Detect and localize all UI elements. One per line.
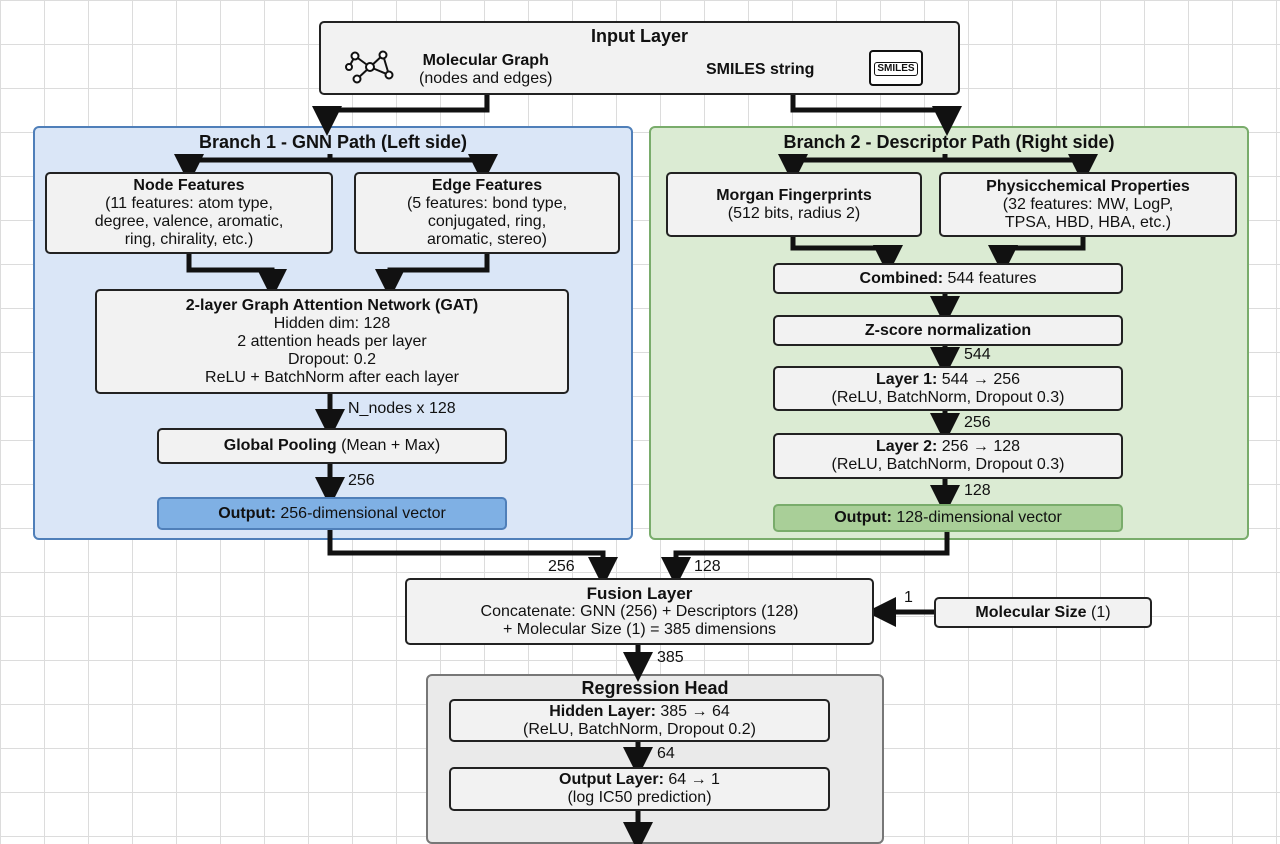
regression-title: Regression Head: [581, 678, 729, 698]
edge-features-line: aromatic, stereo): [426, 231, 548, 248]
output-layer-sub: (log IC50 prediction): [567, 789, 712, 806]
molecular-size-box: Molecular Size (1): [934, 597, 1152, 628]
fusion-in-right-label: 128: [694, 558, 721, 575]
global-pooling-box: Global Pooling (Mean + Max): [157, 428, 507, 464]
output-layer-title-row: Output Layer: 64 → 1: [559, 771, 720, 789]
physicochemical-box: Physicchemical Properties (32 features: …: [939, 172, 1237, 237]
output-layer-title: Output Layer:: [559, 771, 664, 788]
node-features-line: degree, valence, aromatic,: [94, 213, 284, 230]
branch1-output-box: Output: 256-dimensional vector: [157, 497, 507, 530]
fusion-in-left-label: 256: [548, 558, 575, 575]
global-pooling-detail: (Mean + Max): [336, 437, 441, 454]
gat-box: 2-layer Graph Attention Network (GAT) Hi…: [95, 289, 569, 394]
gat-line: 2 attention heads per layer: [237, 332, 427, 350]
fusion-line2: + Molecular Size (1) = 385 dimensions: [502, 620, 777, 638]
zscore-box: Z-score normalization: [773, 315, 1123, 346]
combined-detail: 544 features: [943, 269, 1037, 287]
edge-features-line: (5 features: bond type,: [406, 195, 568, 212]
phys-line: (32 features: MW, LogP,: [1002, 195, 1174, 213]
dim-128-label: 128: [964, 482, 991, 499]
node-features-box: Node Features (11 features: atom type, d…: [45, 172, 333, 254]
layer2-detail: 256 → 128: [937, 438, 1021, 455]
fusion-out-label: 385: [657, 649, 684, 666]
combined-box: Combined: 544 features: [773, 263, 1123, 294]
morgan-fingerprints-box: Morgan Fingerprints (512 bits, radius 2): [666, 172, 922, 237]
smiles-icon-text: SMILES: [874, 62, 918, 76]
dim-64-label: 64: [657, 745, 675, 762]
global-pooling-title: Global Pooling: [223, 437, 337, 454]
gat-line: Dropout: 0.2: [287, 350, 377, 368]
branch2-output-box: Output: 128-dimensional vector: [773, 504, 1123, 532]
hidden-layer-detail: 385 → 64: [655, 702, 730, 720]
layer1-title: Layer 1:: [875, 370, 938, 388]
phys-line: TPSA, HBD, HBA, etc.): [1004, 213, 1172, 231]
hidden-layer-sub: (ReLU, BatchNorm, Dropout 0.2): [523, 720, 756, 738]
branch1-output-title: Output:: [218, 504, 276, 522]
layer2-box: Layer 2: 256 → 128 (ReLU, BatchNorm, Dro…: [773, 433, 1123, 479]
branch1-output-detail: 256-dimensional vector: [275, 504, 446, 522]
branch2-title: Branch 2 - Descriptor Path (Right side): [783, 132, 1115, 152]
molecular-size-in-label: 1: [904, 589, 913, 606]
fusion-layer-box: Fusion Layer Concatenate: GNN (256) + De…: [405, 578, 874, 645]
morgan-title: Morgan Fingerprints: [716, 186, 872, 204]
zscore-label: Z-score normalization: [864, 321, 1032, 339]
molecular-graph-title: Molecular Graph: [422, 52, 549, 69]
molecular-size-detail: (1): [1086, 603, 1111, 621]
molecular-graph-sub: (nodes and edges): [419, 70, 553, 87]
output-layer-box: Output Layer: 64 → 1 (log IC50 predictio…: [449, 767, 830, 811]
smiles-label: SMILES string: [706, 61, 815, 78]
dim-256-label: 256: [964, 414, 991, 431]
edge-features-box: Edge Features (5 features: bond type, co…: [354, 172, 620, 254]
layer2-title-row: Layer 2: 256 → 128: [876, 438, 1020, 456]
hidden-layer-box: Hidden Layer: 385 → 64 (ReLU, BatchNorm,…: [449, 699, 830, 742]
branch1-title: Branch 1 - GNN Path (Left side): [198, 132, 468, 152]
branch2-output-detail: 128-dimensional vector: [891, 509, 1062, 526]
edge-features-title: Edge Features: [431, 177, 543, 194]
layer2-sub: (ReLU, BatchNorm, Dropout 0.3): [831, 456, 1065, 473]
morgan-sub: (512 bits, radius 2): [727, 204, 861, 222]
layer1-sub: (ReLU, BatchNorm, Dropout 0.3): [831, 388, 1065, 406]
layer1-box: Layer 1: 544 → 256 (ReLU, BatchNorm, Dro…: [773, 366, 1123, 411]
output-layer-detail: 64 → 1: [663, 771, 720, 788]
molecule-graph-icon: [345, 47, 395, 92]
phys-title: Physicchemical Properties: [986, 177, 1190, 195]
node-features-line: (11 features: atom type,: [105, 195, 273, 212]
layer1-title-row: Layer 1: 544 → 256: [876, 371, 1020, 389]
hidden-layer-title-row: Hidden Layer: 385 → 64: [549, 703, 730, 721]
fusion-line1: Concatenate: GNN (256) + Descriptors (12…: [480, 602, 799, 620]
layer1-detail: 544 → 256: [937, 370, 1021, 388]
node-features-title: Node Features: [133, 177, 245, 194]
input-layer-box: Input Layer Molecular Graph (nodes an: [319, 21, 960, 95]
layer2-title: Layer 2:: [875, 438, 938, 455]
fusion-title: Fusion Layer: [586, 583, 693, 603]
hidden-layer-title: Hidden Layer:: [549, 702, 656, 720]
molecular-graph-label: Molecular Graph (nodes and edges): [419, 52, 552, 88]
gat-line: Hidden dim: 128: [273, 314, 391, 332]
input-layer-title: Input Layer: [590, 26, 688, 46]
node-features-line: ring, chirality, etc.): [124, 231, 254, 248]
gat-title: 2-layer Graph Attention Network (GAT): [185, 296, 479, 314]
nodes-dim-label: N_nodes x 128: [348, 400, 456, 417]
gat-line: ReLU + BatchNorm after each layer: [205, 368, 459, 386]
dim-544-label: 544: [964, 346, 991, 363]
branch2-output-title: Output:: [834, 509, 892, 526]
smiles-file-icon: SMILES: [869, 50, 923, 86]
pool-out-dim-label: 256: [348, 472, 375, 489]
edge-features-line: conjugated, ring,: [427, 213, 547, 230]
molecular-size-title: Molecular Size: [975, 603, 1087, 621]
combined-title: Combined:: [859, 269, 944, 287]
